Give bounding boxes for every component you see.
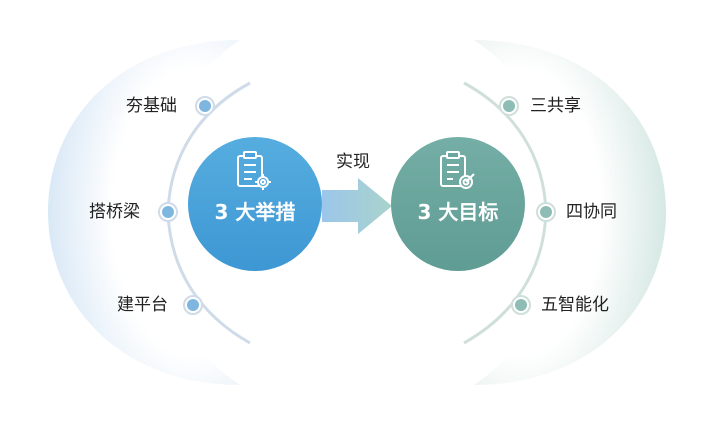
left-item-2: 搭桥梁 (89, 202, 140, 222)
right-item-1: 三共享 (530, 96, 581, 116)
right-node-3 (511, 295, 531, 315)
right-item-2: 四协同 (566, 202, 617, 222)
arrow-label: 实现 (336, 152, 370, 172)
left-circle (188, 137, 322, 271)
arrow (322, 178, 392, 234)
left-circle-title: 3 大举措 (214, 200, 296, 224)
left-node-2 (158, 202, 178, 222)
right-item-3: 五智能化 (541, 295, 609, 315)
right-node-2 (536, 202, 556, 222)
clipboard-target-icon (440, 151, 475, 189)
right-circle (391, 137, 525, 271)
left-item-3: 建平台 (117, 295, 168, 315)
left-halo (48, 40, 240, 385)
left-node-1 (195, 96, 215, 116)
right-halo (474, 40, 666, 385)
left-item-1: 夯基础 (126, 96, 177, 116)
right-node-1 (499, 96, 519, 116)
right-circle-title: 3 大目标 (417, 200, 499, 224)
clipboard-gear-icon (237, 151, 271, 190)
left-node-3 (183, 295, 203, 315)
